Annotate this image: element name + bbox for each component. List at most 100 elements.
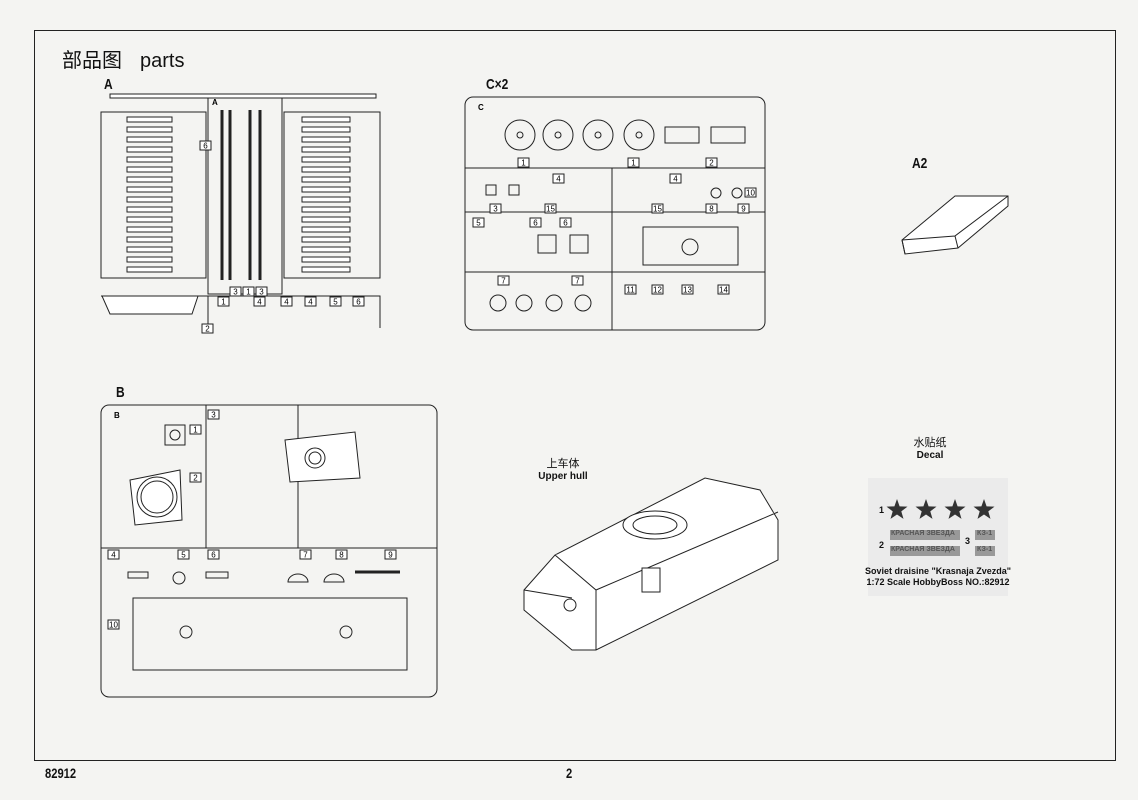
part-number-A-7: 4 xyxy=(280,296,293,307)
svg-text:11: 11 xyxy=(626,286,635,295)
svg-text:1: 1 xyxy=(193,426,198,435)
decal-sheet xyxy=(868,478,1008,596)
svg-text:1: 1 xyxy=(246,288,251,297)
upper-hull-drawing xyxy=(523,477,779,651)
part-number-B-5: 5 xyxy=(177,549,190,560)
star-decal xyxy=(973,499,995,519)
sprue-c xyxy=(464,96,766,331)
track-link xyxy=(301,136,351,143)
star-decal xyxy=(886,499,908,519)
svg-text:3: 3 xyxy=(259,288,264,297)
svg-text:10: 10 xyxy=(109,621,118,630)
track-link xyxy=(126,236,173,243)
part-number-B-1: 1 xyxy=(189,424,202,435)
part-number-C-14: 10 xyxy=(744,187,757,198)
sprue-tag-B: B xyxy=(114,411,120,420)
part-number-C-4: 4 xyxy=(552,173,565,184)
svg-text:9: 9 xyxy=(388,551,393,560)
part-number-A-3: 2 xyxy=(201,323,214,334)
part-number-C-11: 6 xyxy=(529,217,542,228)
part-number-C-19: 13 xyxy=(681,284,694,295)
sprue-b-label: B xyxy=(116,384,125,401)
track-link xyxy=(301,186,351,193)
sprue-tag-C: C xyxy=(478,103,484,112)
svg-text:6: 6 xyxy=(563,219,568,228)
svg-text:5: 5 xyxy=(181,551,186,560)
model-number: 82912 xyxy=(45,765,77,781)
part-number-C-7: 15 xyxy=(651,203,664,214)
title-en: parts xyxy=(140,50,185,72)
track-link xyxy=(301,236,351,243)
sprue-tag-A: A xyxy=(212,98,218,107)
svg-text:14: 14 xyxy=(719,286,728,295)
track-link xyxy=(301,266,351,273)
track-link xyxy=(301,116,351,123)
decal-caption: Soviet draisine "Krasnaja Zvezda" 1:72 S… xyxy=(858,566,1018,588)
part-number-C-20: 14 xyxy=(717,284,730,295)
svg-text:4: 4 xyxy=(111,551,116,560)
part-number-B-10: 10 xyxy=(107,619,120,630)
track-link xyxy=(301,196,351,203)
track-link xyxy=(301,206,351,213)
part-a2 xyxy=(901,195,1009,255)
track-link xyxy=(126,146,173,153)
svg-text:3: 3 xyxy=(493,205,498,214)
track-link xyxy=(126,126,173,133)
track-link xyxy=(126,226,173,233)
part-number-C-12: 8 xyxy=(705,203,718,214)
svg-text:7: 7 xyxy=(303,551,308,560)
svg-text:8: 8 xyxy=(339,551,344,560)
part-number-C-10: 6 xyxy=(559,217,572,228)
part-number-C-16: 7 xyxy=(571,275,584,286)
upper-hull-en: Upper hull xyxy=(538,471,588,482)
title-cn: 部品图 xyxy=(62,50,122,72)
track-link xyxy=(301,226,351,233)
svg-text:15: 15 xyxy=(653,205,662,214)
part-number-B-3: 3 xyxy=(207,409,220,420)
decal-en: Decal xyxy=(916,450,944,461)
track-link xyxy=(126,246,173,253)
svg-text:6: 6 xyxy=(211,551,216,560)
part-number-C-2: 1 xyxy=(627,157,640,168)
track-link xyxy=(301,156,351,163)
track-link xyxy=(301,246,351,253)
part-number-B-7: 7 xyxy=(299,549,312,560)
upper-hull-cn: 上车体 xyxy=(546,458,580,470)
part-number-C-18: 12 xyxy=(651,284,664,295)
decal-label: 水贴纸 Decal xyxy=(880,434,980,461)
decal-caption-1: Soviet draisine "Krasnaja Zvezda" xyxy=(864,566,1012,576)
svg-text:6: 6 xyxy=(533,219,538,228)
part-number-B-2: 2 xyxy=(189,472,202,483)
track-link xyxy=(301,146,351,153)
track-link xyxy=(301,256,351,263)
page-number: 2 xyxy=(566,765,573,781)
svg-text:15: 15 xyxy=(546,205,555,214)
decal-num-3: 3 xyxy=(965,536,971,546)
track-link xyxy=(301,166,351,173)
star-decal xyxy=(915,499,937,519)
part-number-A-8: 4 xyxy=(304,296,317,307)
upper-hull-label: 上车体 Upper hull xyxy=(528,455,598,482)
svg-text:4: 4 xyxy=(673,175,678,184)
svg-text:7: 7 xyxy=(501,277,506,286)
track-link xyxy=(126,266,173,273)
page-border xyxy=(34,30,1116,761)
part-number-C-8: 3 xyxy=(489,203,502,214)
part-number-C-17: 11 xyxy=(624,284,637,295)
svg-text:2: 2 xyxy=(205,325,210,334)
decal-2b-text: КРАСНАЯ ЗВЕЗДА xyxy=(891,546,955,553)
decal-2a-text: КРАСНАЯ ЗВЕЗДА xyxy=(891,530,955,537)
decal-3a-text: КЗ-1 xyxy=(977,530,993,537)
sprue-a xyxy=(100,93,381,328)
decal-3b-text: КЗ-1 xyxy=(977,546,993,553)
track-link xyxy=(126,196,173,203)
part-number-A-11: 6 xyxy=(199,140,212,151)
part-a2-label: A2 xyxy=(912,155,928,172)
svg-text:5: 5 xyxy=(333,298,338,307)
part-number-C-13: 9 xyxy=(737,203,750,214)
svg-text:13: 13 xyxy=(683,286,692,295)
svg-text:7: 7 xyxy=(575,277,580,286)
svg-text:2: 2 xyxy=(709,159,714,168)
track-link xyxy=(126,156,173,163)
part-number-A-5: 3 xyxy=(255,286,268,297)
